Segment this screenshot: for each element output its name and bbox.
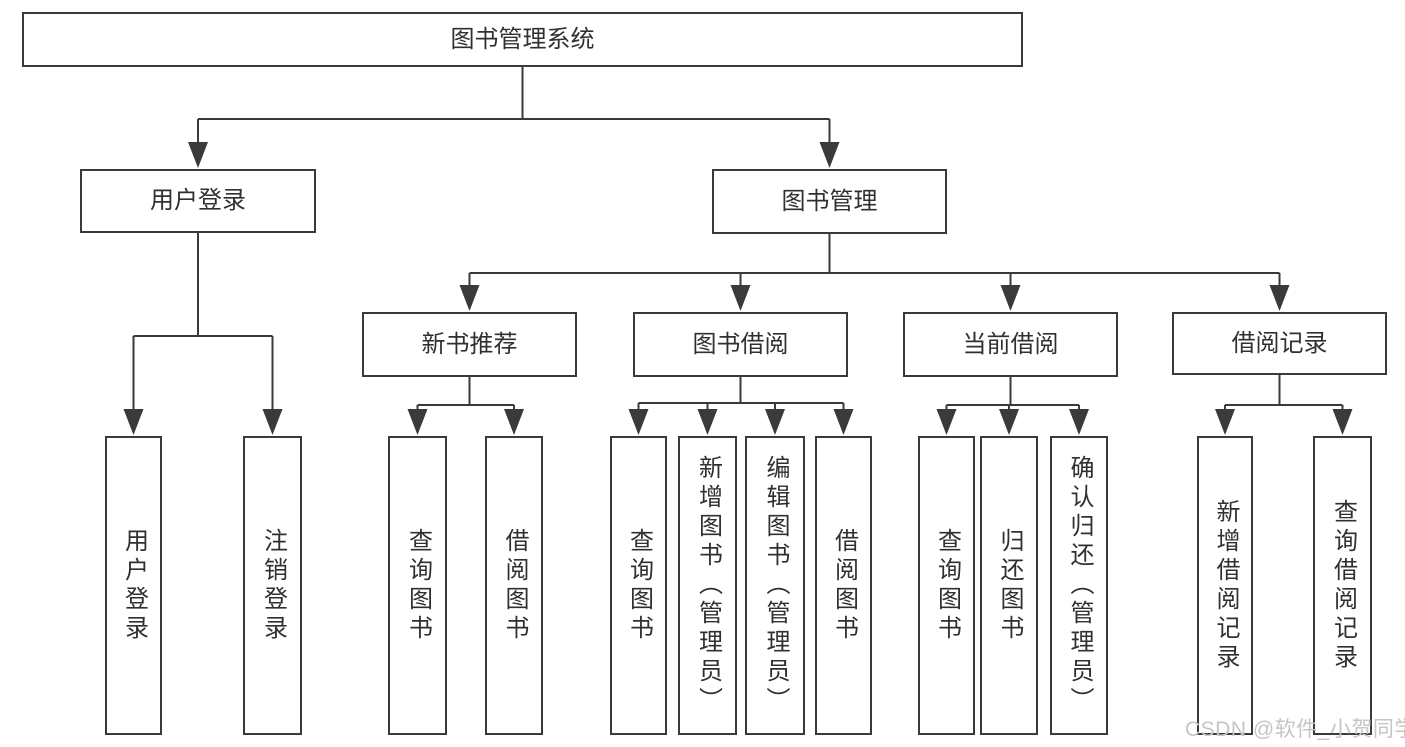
node-user-login: 用户登录 [80, 169, 316, 233]
node-label: 归还图书 [996, 527, 1023, 644]
node-leaf-query-book-3: 查询图书 [918, 436, 975, 735]
node-label: 确认归还（管理员） [1066, 455, 1093, 716]
arrowhead [459, 285, 480, 311]
node-leaf-user-login: 用户登录 [105, 436, 162, 735]
arrowhead [936, 409, 957, 435]
node-label: 查询图书 [404, 527, 432, 644]
node-book-borrow: 图书借阅 [633, 312, 848, 377]
node-label: 图书借阅 [692, 330, 789, 358]
node-leaf-query-record: 查询借阅记录 [1313, 436, 1372, 735]
arrowhead [819, 142, 840, 168]
node-label: 借阅图书 [830, 527, 858, 644]
arrowhead [1269, 285, 1290, 311]
node-leaf-confirm-return: 确认归还（管理员） [1050, 436, 1108, 735]
node-label: 编辑图书（管理员） [762, 455, 789, 716]
node-leaf-logout: 注销登录 [243, 436, 302, 735]
arrowhead [262, 409, 283, 435]
node-label: 查询借阅记录 [1329, 498, 1357, 673]
node-label: 用户登录 [150, 187, 246, 215]
node-label: 图书管理系统 [450, 25, 595, 53]
arrowhead [1332, 409, 1353, 435]
node-label: 新增图书（管理员） [694, 455, 722, 716]
node-label: 查询图书 [625, 527, 653, 644]
node-leaf-add-record: 新增借阅记录 [1197, 436, 1253, 735]
node-label: 新增借阅记录 [1212, 498, 1239, 673]
arrowhead [407, 409, 428, 435]
arrowhead [697, 409, 718, 435]
node-current-borrow: 当前借阅 [903, 312, 1118, 377]
node-borrow-record: 借阅记录 [1172, 312, 1387, 375]
arrowhead [1069, 409, 1089, 435]
arrowhead [1000, 285, 1021, 311]
arrowhead [628, 409, 649, 435]
arrowhead [765, 409, 785, 435]
arrowhead [123, 409, 144, 435]
node-label: 新书推荐 [421, 330, 518, 358]
node-book-mgmt: 图书管理 [712, 169, 947, 234]
arrowhead [1215, 409, 1235, 435]
node-label: 查询图书 [933, 527, 961, 644]
node-leaf-query-book-2: 查询图书 [610, 436, 667, 735]
node-label: 用户登录 [120, 527, 148, 644]
arrowhead [833, 409, 854, 435]
node-label: 图书管理 [781, 187, 878, 215]
node-label: 当前借阅 [962, 330, 1059, 358]
node-leaf-borrow-book-1: 借阅图书 [485, 436, 543, 735]
node-leaf-query-book-1: 查询图书 [388, 436, 447, 735]
node-leaf-edit-book: 编辑图书（管理员） [745, 436, 805, 735]
arrowhead [188, 142, 208, 168]
arrowhead [999, 409, 1019, 435]
node-leaf-add-book: 新增图书（管理员） [678, 436, 737, 735]
arrowhead [504, 409, 524, 435]
node-leaf-borrow-book-2: 借阅图书 [815, 436, 872, 735]
node-label: 注销登录 [259, 527, 287, 644]
node-leaf-return-book: 归还图书 [980, 436, 1038, 735]
node-root: 图书管理系统 [22, 12, 1023, 67]
node-label: 借阅图书 [501, 527, 528, 644]
watermark: CSDN @软件_小贺同学 [1185, 718, 1405, 741]
arrowhead [730, 285, 751, 311]
node-label: 借阅记录 [1231, 329, 1328, 357]
node-new-book-rec: 新书推荐 [362, 312, 577, 377]
